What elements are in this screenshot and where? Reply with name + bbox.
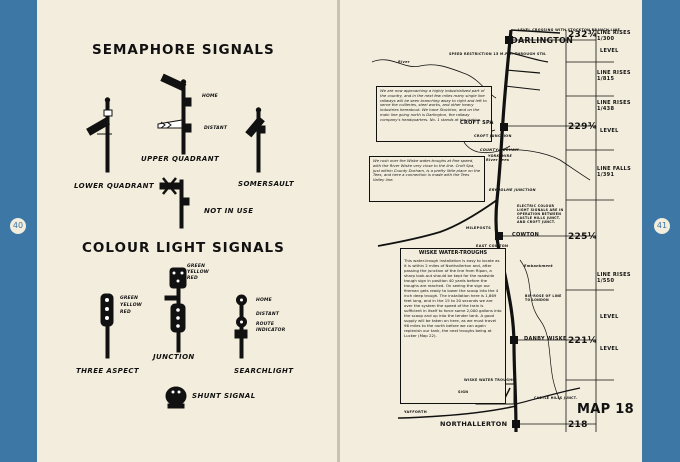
milepost-northallerton: 218	[568, 420, 588, 430]
richmond-branch	[377, 199, 498, 247]
label-three-aspect: THREE ASPECT	[76, 367, 140, 375]
note-wiske-troughs: WISKE WATER TROUGHS	[464, 378, 515, 382]
label-shunt-signal: SHUNT SIGNAL	[192, 392, 256, 400]
milepost-cowton: 225¼	[568, 232, 598, 242]
note-box-croft: We rush over the Wiske water-troughs at …	[369, 156, 485, 202]
note-castle-hills: CASTLE HILLS JUNCT.	[534, 396, 578, 400]
label-home-upper: HOME	[202, 94, 218, 99]
upper-quadrant-signal	[157, 73, 192, 155]
station-yafforth: YAFFORTH	[404, 410, 427, 414]
milepost-darlington: 232¾	[568, 30, 598, 40]
label-junction-yellow: YELLOW	[187, 270, 209, 275]
note-county-durham: COUNTY DURHAM	[480, 148, 519, 152]
not-in-use-signal	[159, 177, 190, 229]
label-distant-searchlight: DISTANT	[256, 312, 280, 317]
gradient-8: LEVEL	[600, 346, 619, 352]
book-gutter	[337, 0, 340, 462]
milepost-croft: 229¾	[568, 122, 598, 132]
note-box-industrial: We are now approaching a highly industri…	[376, 86, 492, 142]
station-east-cowton: EAST COWTON	[476, 244, 509, 248]
label-yellow: YELLOW	[120, 303, 142, 308]
note-electric-signals: ELECTRIC COLOUR LIGHT SIGNALS ARE IN OPE…	[517, 204, 564, 224]
wiske-body: This water-trough installation is easy t…	[404, 258, 502, 338]
junction-signal	[164, 267, 187, 353]
note-bifurcation: BIF-ROSE OF LINE TO LONDON	[525, 294, 562, 302]
note-sign: SIGN	[458, 390, 469, 394]
gradient-4: LEVEL	[600, 128, 619, 134]
label-red: RED	[120, 310, 131, 315]
note-river: River	[398, 60, 410, 64]
milepost-danby: 221¼	[568, 336, 598, 346]
note-river-tees: River Tees	[486, 158, 510, 162]
gradient-7: LEVEL	[600, 314, 619, 320]
label-indicator: INDICATOR	[256, 328, 286, 333]
station-cowton: COWTON	[512, 232, 540, 238]
station-northallerton: NORTHALLERTON	[440, 420, 508, 428]
note-yorkshire: YORKSHIRE	[488, 154, 513, 158]
label-home-searchlight: HOME	[256, 298, 272, 303]
note-mileposts: MILEPOSTS	[466, 226, 492, 230]
label-somersault: SOMERSAULT	[238, 180, 295, 188]
page-number-left: 40	[10, 218, 26, 234]
gradient-1: LEVEL	[600, 48, 619, 54]
somersault-signal	[245, 107, 266, 173]
river-tees	[497, 149, 591, 181]
river-wiske	[519, 259, 561, 401]
map-title: MAP 18	[577, 402, 634, 417]
label-distant-upper: DISTANT	[204, 126, 228, 131]
label-searchlight: SEARCHLIGHT	[234, 367, 294, 375]
label-upper-quadrant: UPPER QUADRANT	[141, 155, 220, 163]
label-lower-quadrant: LOWER QUADRANT	[74, 182, 155, 190]
wiske-troughs-box: WISKE WATER-TROUGHS This water-trough in…	[400, 248, 506, 404]
station-danby-wiske: DANBY WISKE	[524, 336, 567, 342]
semaphore-heading: SEMAPHORE SIGNALS	[92, 42, 275, 58]
colour-light-heading: COLOUR LIGHT SIGNALS	[82, 240, 285, 256]
label-junction-green: GREEN	[187, 264, 206, 269]
left-page	[37, 0, 337, 462]
wiske-heading: WISKE WATER-TROUGHS	[418, 250, 488, 256]
note-embankment: Embankment	[524, 264, 553, 268]
three-aspect-signal	[100, 293, 114, 359]
station-darlington: DARLINGTON	[511, 36, 574, 45]
label-junction: JUNCTION	[153, 353, 195, 361]
note-speed-restriction: SPEED RESTRICTION 15 M.P.H. THROUGH STN.	[449, 52, 547, 56]
note-level-crossing: LEVEL CROSSING WITH STOCKTON BRANCH LINE	[518, 28, 621, 32]
lower-quadrant-signal	[86, 97, 113, 173]
eryholme-junction: ERYHOLME JUNCTION	[489, 188, 536, 192]
label-route: ROUTE	[256, 322, 275, 327]
searchlight-signal	[234, 294, 248, 359]
label-green: GREEN	[120, 296, 139, 301]
label-junction-red: RED	[187, 276, 198, 281]
label-not-in-use: NOT IN USE	[204, 207, 254, 215]
station-croft-spa: CROFT SPA	[460, 120, 494, 126]
page-number-right: 41	[654, 218, 670, 234]
note-croft-junction: CROFT JUNCTION	[474, 134, 512, 138]
shunt-signal	[165, 386, 187, 409]
